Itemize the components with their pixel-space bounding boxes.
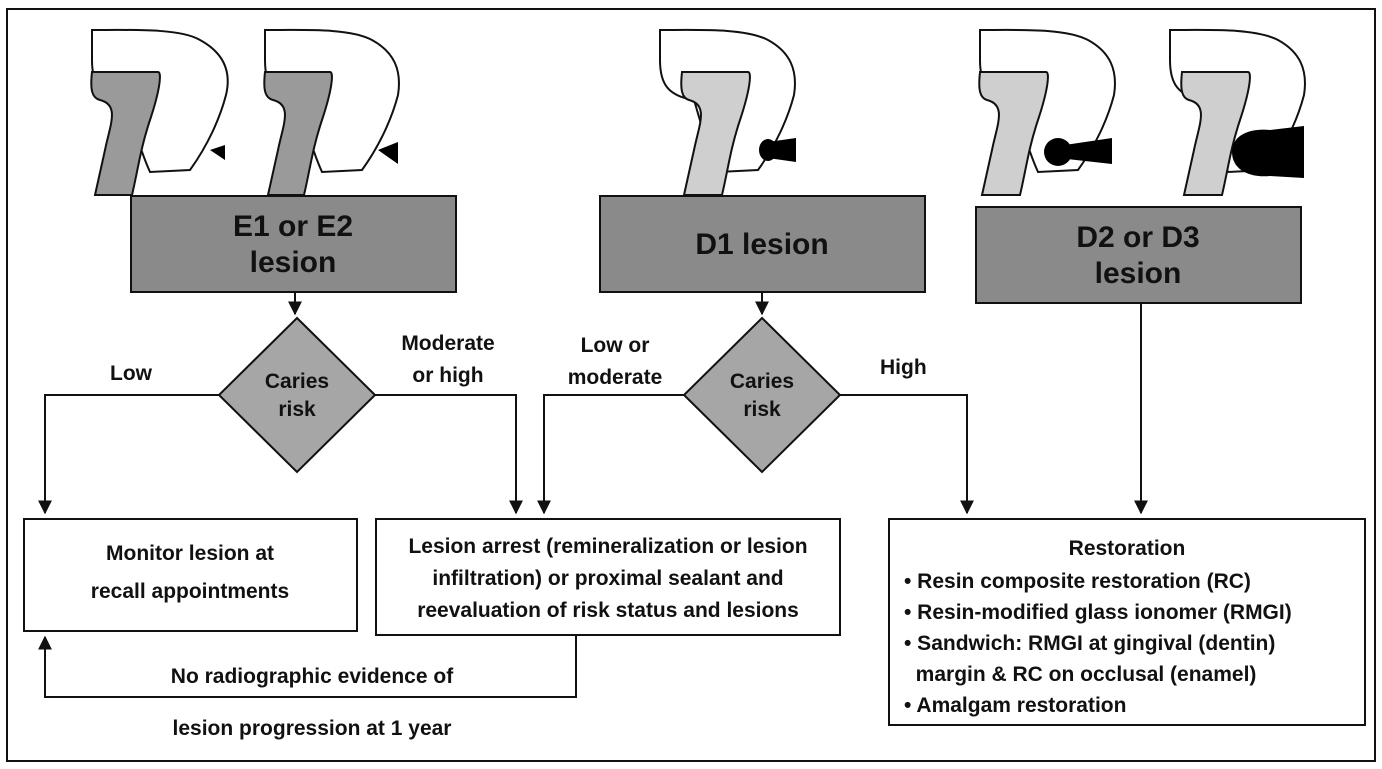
feedback-loop-arrow [38, 635, 577, 698]
branch-low-moderate-line [537, 394, 684, 515]
branch-low-label: Low [110, 362, 153, 385]
branch-high-line [840, 394, 974, 515]
d1-lesion-label: D1 lesion [695, 228, 828, 261]
tooth-d3-illustration [1169, 28, 1306, 196]
e1-e2-lesion-label-line2: lesion [250, 246, 337, 279]
caries-risk-left-line1: Caries [265, 370, 329, 393]
branch-low-moderate-label-line2: moderate [568, 366, 663, 389]
branch-moderate-high-line [375, 394, 523, 515]
branch-low-moderate-label-line1: Low or [581, 334, 650, 357]
caries-risk-left-line2: risk [278, 398, 316, 421]
restoration-box [888, 518, 1366, 726]
branch-high-label: High [880, 356, 927, 379]
monitor-lesion-box [23, 518, 358, 632]
branch-low-line [38, 394, 219, 515]
e1-e2-lesion-label-line1: E1 or E2 [233, 210, 353, 243]
restoration-item-amalgam: • Amalgam restoration [904, 694, 1126, 717]
tooth-d2-illustration [978, 28, 1116, 196]
restoration-item-sandwich: • Sandwich: RMGI at gingival (dentin) [904, 632, 1275, 655]
branch-moderate-label-line1: Moderate [401, 332, 494, 355]
lesion-arrest-line3: reevaluation of risk status and lesions [417, 599, 799, 622]
caries-risk-mid-line1: Caries [730, 370, 794, 393]
caries-risk-diamond-left [217, 316, 377, 474]
d2-d3-lesion-label-line2: lesion [1095, 257, 1182, 290]
monitor-lesion-line2: recall appointments [91, 580, 289, 603]
restoration-title: Restoration [1069, 537, 1186, 560]
d2-d3-lesion-label-line1: D2 or D3 [1076, 221, 1199, 254]
lesion-arrest-line2: infiltration) or proximal sealant and [432, 567, 783, 590]
tooth-d1-illustration [659, 28, 796, 196]
restoration-item-rmgi: • Resin-modified glass ionomer (RMGI) [904, 601, 1292, 624]
caries-risk-mid-line2: risk [743, 398, 781, 421]
e1-e2-lesion-box [130, 195, 457, 293]
monitor-lesion-line1: Monitor lesion at [106, 542, 274, 565]
lesion-arrest-box [375, 518, 841, 636]
caries-risk-diamond-mid [682, 316, 842, 474]
feedback-label-line1: No radiographic evidence of [171, 665, 454, 688]
restoration-item-sandwich-cont: margin & RC on occlusal (enamel) [904, 663, 1256, 686]
feedback-label-line2: lesion progression at 1 year [173, 717, 452, 740]
lesion-arrest-line1: Lesion arrest (remineralization or lesio… [408, 535, 807, 558]
restoration-item-rc: • Resin composite restoration (RC) [904, 570, 1251, 593]
branch-moderate-label-line2: or high [412, 364, 483, 387]
d2-d3-lesion-box [975, 206, 1302, 304]
tooth-e2-illustration [263, 28, 400, 196]
tooth-e1-illustration [90, 28, 229, 196]
